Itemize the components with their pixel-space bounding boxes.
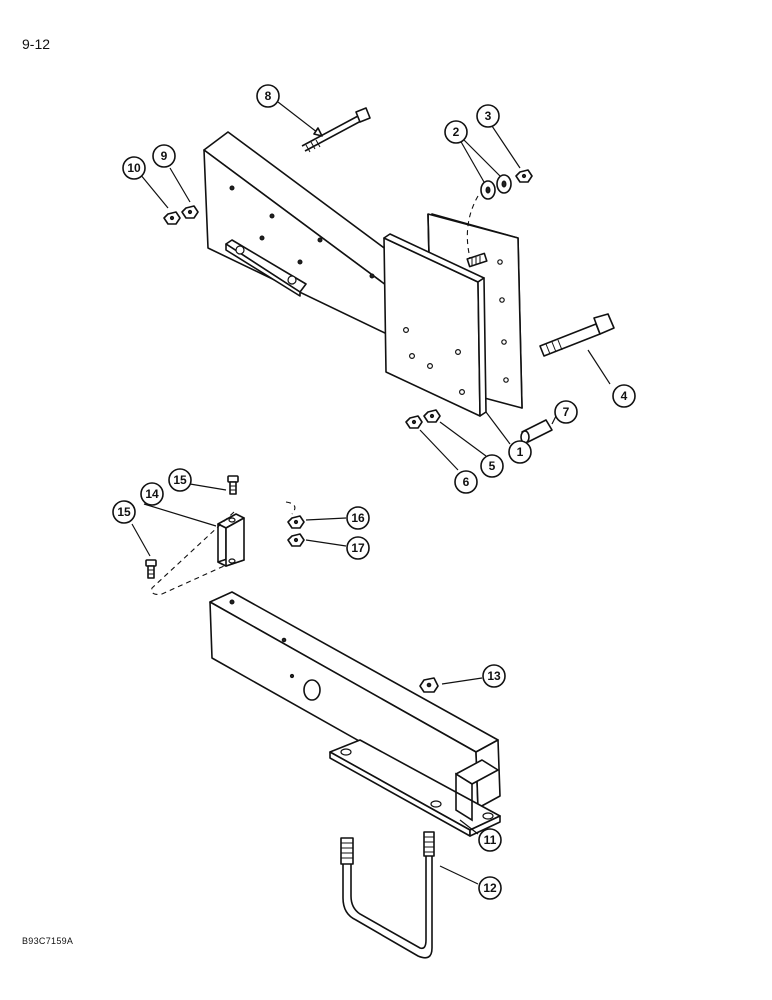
spacer-7 [520,419,553,444]
callout-2: 2 [444,120,468,144]
svg-text:6: 6 [463,475,470,489]
svg-text:2: 2 [453,125,460,139]
svg-text:1: 1 [517,445,524,459]
callout-12: 12 [478,876,502,900]
callout-11: 11 [478,828,502,852]
callout-13: 13 [482,664,506,688]
svg-text:13: 13 [487,669,501,683]
callout-7: 7 [554,400,578,424]
nut-5 [423,409,441,423]
page-number: 9-12 [22,36,51,52]
front-mounting-plate [383,233,487,417]
callout-6: 6 [454,470,478,494]
bolt-8 [301,107,371,153]
svg-text:15: 15 [117,505,131,519]
alignment-line-bracket [151,501,296,595]
svg-text:17: 17 [351,541,365,555]
callout-15-upper: 15 [168,468,192,492]
bolt-4 [539,313,615,357]
svg-text:14: 14 [145,487,159,501]
callout-10: 10 [122,156,146,180]
figure-code: B93C7159A [22,936,74,946]
nut-16 [287,515,305,529]
callout-14: 14 [140,482,164,506]
nut-6 [405,415,423,429]
svg-text:7: 7 [563,405,570,419]
callout-1: 1 [508,440,532,464]
callout-5: 5 [480,454,504,478]
callout-3: 3 [476,104,500,128]
bolt-15-lower [145,559,157,579]
svg-text:10: 10 [127,161,141,175]
svg-text:3: 3 [485,109,492,123]
bracket-14 [217,513,245,567]
svg-text:16: 16 [351,511,365,525]
u-bolt-12 [340,831,435,959]
callout-4: 4 [612,384,636,408]
svg-text:9: 9 [161,149,168,163]
washers-2 [480,174,512,200]
alignment-line-upper [466,195,479,259]
svg-text:4: 4 [621,389,628,403]
callout-9: 9 [152,144,176,168]
nut-17 [287,533,305,547]
nut-9 [181,205,199,219]
callout-17: 17 [346,536,370,560]
svg-text:8: 8 [265,89,272,103]
nut-3 [515,169,533,183]
plate-spacer-stud [466,252,488,268]
callout-15-lower: 15 [112,500,136,524]
base-plate-11 [329,739,501,837]
bolt-15-upper [227,475,239,495]
svg-text:5: 5 [489,459,496,473]
svg-text:12: 12 [483,881,497,895]
nut-10 [163,211,181,225]
nut-13 [419,677,439,693]
square-tube [209,591,501,809]
leader-lines [131,101,611,885]
callout-8: 8 [256,84,280,108]
callout-16: 16 [346,506,370,530]
svg-text:15: 15 [173,473,187,487]
svg-text:11: 11 [484,833,497,847]
